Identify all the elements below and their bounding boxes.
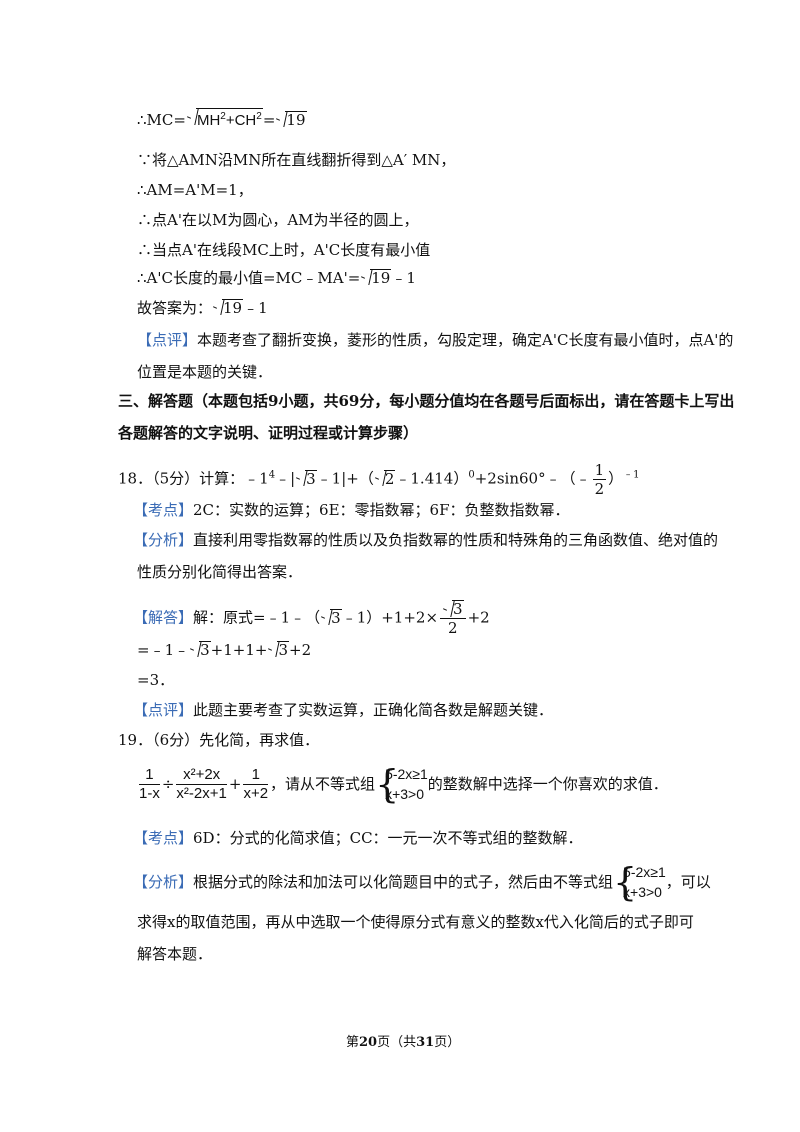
q18-comment: 【点评】此题主要考查了实数运算，正确化简各数是解题关键． bbox=[133, 701, 554, 719]
q19-analysis-2: 求得x的取值范围，再从中选取一个使得原分式有意义的整数x代入化简后的式子即可 bbox=[137, 913, 694, 931]
section-3-heading-1: 三、解答题（本题包括9小题，共69分，每小题分值均在各题号后面标出，请在答题卡上… bbox=[118, 392, 735, 410]
sqrt-19: 19 bbox=[276, 110, 307, 130]
line-mc-formula: ∴MC=MH2+CH2=19 bbox=[137, 108, 307, 131]
line-comment-17a: 【点评】本题考查了翻折变换，菱形的性质，勾股定理，确定A'C长度有最小值时，点A… bbox=[137, 331, 734, 349]
line-min-when: ∴当点A'在线段MC上时，A'C长度有最小值 bbox=[137, 241, 431, 259]
q18-analysis-1: 【分析】直接利用零指数幂的性质以及负指数幂的性质和特殊角的三角函数值、绝对值的 bbox=[133, 531, 719, 549]
sqrt-mh-ch: MH2+CH2 bbox=[187, 108, 263, 131]
footer-page-number: 20 bbox=[359, 1035, 378, 1050]
section-3-heading-2: 各题解答的文字说明、证明过程或计算步骤） bbox=[118, 424, 419, 442]
line-am: ∴AM=A'M=1， bbox=[137, 181, 253, 199]
question-19: 19．（6分）先化简，再求值． bbox=[118, 731, 320, 749]
q18-solution-2: =﹣1﹣3+1+1+3+2 bbox=[137, 641, 312, 659]
question-18: 18．（5分）计算：﹣14﹣|3﹣1|+（2﹣1.414）0+2sin60°﹣（… bbox=[118, 461, 640, 498]
q18-analysis-2: 性质分别化简得出答案． bbox=[137, 563, 303, 581]
footer-total-pages: 31 bbox=[416, 1035, 435, 1050]
line-fold: ∵将△AMN沿MN所在直线翻折得到△A′ MN， bbox=[137, 151, 456, 169]
comment-tag: 【点评】 bbox=[137, 331, 198, 349]
q18-solution-3: =3． bbox=[137, 671, 175, 689]
q18-kaodian: 【考点】2C：实数的运算；6E：零指数幂；6F：负整数指数幂． bbox=[133, 501, 570, 519]
page-footer: 第20页（共31页） bbox=[346, 1035, 461, 1050]
line-min-value: ∴A'C长度的最小值=MC﹣MA'=19﹣1 bbox=[137, 269, 416, 287]
line-comment-17b: 位置是本题的关键． bbox=[137, 363, 273, 381]
line-circle: ∴点A'在以M为圆心，AM为半径的圆上， bbox=[137, 211, 419, 229]
q19-kaodian: 【考点】6D：分式的化简求值；CC：一元一次不等式组的整数解． bbox=[133, 829, 583, 847]
line-answer: 故答案为：19﹣1 bbox=[137, 299, 268, 317]
q19-analysis-3: 解答本题． bbox=[137, 945, 213, 963]
